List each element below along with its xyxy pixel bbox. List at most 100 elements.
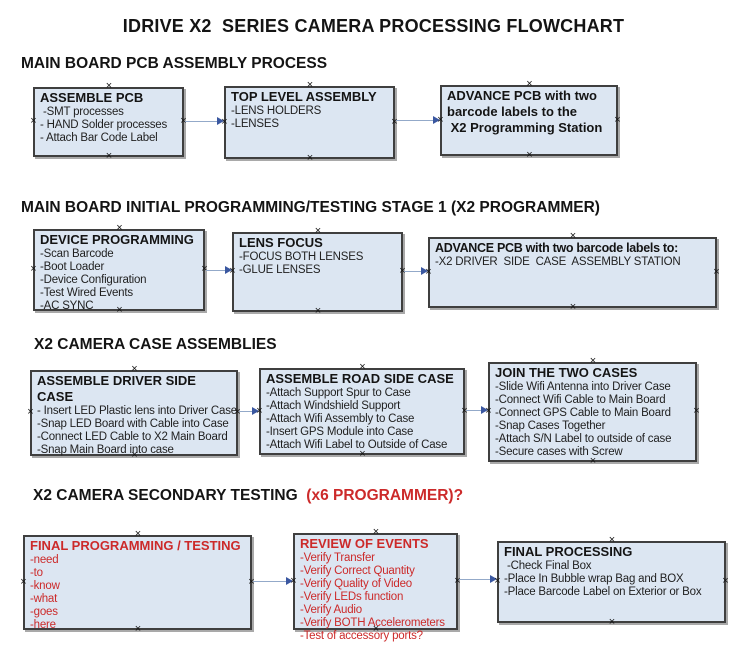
flow-box-item: -GLUE LENSES	[239, 264, 321, 276]
flow-box-assemble-road-side-case: ASSEMBLE ROAD SIDE CASE -Attach Support …	[259, 368, 465, 455]
anchor-handle-icon	[314, 307, 323, 316]
flow-box-item: -LENS HOLDERS	[231, 105, 322, 117]
flow-box-final-programming-testing: FINAL PROGRAMMING / TESTING -need -to -k…	[23, 535, 252, 631]
flow-box-item: -Insert GPS Module into Case	[266, 426, 414, 438]
flow-box-item: -Snap Main Board into case	[37, 444, 174, 456]
flow-box-title: LENS FOCUS	[239, 235, 323, 250]
flow-box-title: JOIN THE TWO CASES	[495, 365, 638, 380]
flow-box-review-of-events: REVIEW OF EVENTS -Verify Transfer -Verif…	[293, 533, 458, 642]
anchor-handle-icon	[105, 152, 114, 161]
flow-box-item: -goes	[30, 606, 58, 618]
flow-box-item: -Check Final Box	[504, 560, 592, 572]
flow-box-title: DEVICE PROGRAMMING	[40, 232, 194, 247]
flow-box-item: -Attach S/N Label to outside of case	[495, 433, 672, 445]
flow-box-item: -Verify Correct Quantity	[300, 565, 415, 577]
anchor-handle-icon	[692, 407, 701, 416]
section-heading-case-assemblies: X2 CAMERA CASE ASSEMBLIES	[34, 336, 277, 354]
flow-box-item: -Test Wired Events	[40, 287, 133, 299]
flow-box-item: -Test of accessory ports?	[300, 630, 423, 642]
flow-box-item: -Boot Loader	[40, 261, 105, 273]
flow-box-title: ASSEMBLE ROAD SIDE CASE	[266, 371, 454, 386]
flow-box-item: -know	[30, 580, 60, 592]
flow-box-title: ADVANCE PCB with two barcode labels to t…	[447, 88, 603, 135]
flow-box-advance-pcb-driver-station: ADVANCE PCB with two barcode labels to: …	[428, 237, 717, 308]
flow-box-item: -Verify Audio	[300, 604, 362, 616]
heading-text: X2 CAMERA SECONDARY TESTING	[33, 487, 302, 504]
flow-box-item: -Attach Support Spur to Case	[266, 387, 411, 399]
flow-arrow-icon	[458, 575, 497, 584]
heading-text: MAIN BOARD PCB ASSEMBLY PROCESS	[21, 55, 328, 72]
flow-box-item: -Attach Windshield Support	[266, 400, 401, 412]
section-heading-pcb-assembly: MAIN BOARD PCB ASSEMBLY PROCESS	[21, 55, 327, 73]
flow-box-title: FINAL PROCESSING	[504, 544, 633, 559]
flow-box-title: ASSEMBLE DRIVER SIDE CASE	[37, 373, 200, 404]
flow-arrow-icon	[465, 406, 488, 415]
flow-box-title: TOP LEVEL ASSEMBLY	[231, 89, 377, 104]
heading-text: MAIN BOARD INITIAL PROGRAMMING/TESTING S…	[21, 199, 600, 216]
section-heading-initial-programming: MAIN BOARD INITIAL PROGRAMMING/TESTING S…	[21, 199, 600, 217]
flow-box-title: REVIEW OF EVENTS	[300, 536, 429, 551]
flow-box-final-processing: FINAL PROCESSING -Check Final Box -Place…	[497, 541, 726, 623]
flow-box-lens-focus: LENS FOCUS -FOCUS BOTH LENSES -GLUE LENS…	[232, 232, 403, 312]
anchor-handle-icon	[608, 618, 617, 627]
flow-box-item: -what	[30, 593, 58, 605]
heading-red-suffix: (x6 PROGRAMMER)?	[302, 487, 464, 504]
flow-box-item: -to	[30, 567, 43, 579]
flow-box-item: -Secure cases with Screw	[495, 446, 623, 458]
flow-box-join-the-two-cases: JOIN THE TWO CASES -Slide Wifi Antenna i…	[488, 362, 697, 462]
flow-box-item: -Scan Barcode	[40, 248, 114, 260]
flow-box-assemble-driver-side-case: ASSEMBLE DRIVER SIDE CASE - Insert LED P…	[30, 370, 238, 456]
flow-box-item: -Connect GPS Cable to Main Board	[495, 407, 671, 419]
flow-box-item: -LENSES	[231, 118, 279, 130]
anchor-handle-icon	[29, 117, 38, 126]
anchor-handle-icon	[569, 303, 578, 312]
flow-box-item: -Verify BOTH Accelerometers	[300, 617, 445, 629]
anchor-handle-icon	[26, 408, 35, 417]
anchor-handle-icon	[525, 151, 534, 160]
flow-arrow-icon	[403, 267, 428, 276]
section-heading-secondary-testing: X2 CAMERA SECONDARY TESTING (x6 PROGRAMM…	[33, 487, 463, 505]
flow-arrow-icon	[395, 116, 440, 125]
anchor-handle-icon	[721, 577, 730, 586]
anchor-handle-icon	[613, 116, 622, 125]
flow-box-advance-pcb-programming-station: ADVANCE PCB with two barcode labels to t…	[440, 85, 618, 156]
anchor-handle-icon	[306, 154, 315, 163]
flow-box-item: -need	[30, 554, 59, 566]
flow-box-item: -AC SYNC	[40, 300, 94, 312]
flow-arrow-icon	[252, 577, 293, 586]
flow-arrow-icon	[205, 266, 232, 275]
heading-text: X2 CAMERA CASE ASSEMBLIES	[34, 336, 277, 353]
flow-box-item: -Place In Bubble wrap Bag and BOX	[504, 573, 684, 585]
flow-box-item: -SMT processes	[40, 106, 124, 118]
flow-box-item: - HAND Solder processes	[40, 119, 168, 131]
page-title: IDRIVE X2 SERIES CAMERA PROCESSING FLOWC…	[122, 16, 625, 36]
flow-box-item: -Attach Wifi Label to Outside of Case	[266, 439, 448, 451]
anchor-handle-icon	[712, 268, 721, 277]
flow-box-title: FINAL PROGRAMMING / TESTING	[30, 538, 241, 553]
flow-box-item: -Verify LEDs function	[300, 591, 404, 603]
flow-box-item: -Verify Quality of Video	[300, 578, 412, 590]
flow-box-item: -Connect Wifi Cable to Main Board	[495, 394, 666, 406]
flow-box-item: -FOCUS BOTH LENSES	[239, 251, 364, 263]
anchor-handle-icon	[29, 265, 38, 274]
flow-box-item: -Place Barcode Label on Exterior or Box	[504, 586, 702, 598]
flow-box-item: -here	[30, 619, 56, 631]
anchor-handle-icon	[19, 578, 28, 587]
flow-box-assemble-pcb: ASSEMBLE PCB -SMT processes - HAND Solde…	[33, 87, 184, 157]
flow-box-item: -Attach Wifi Assembly to Case	[266, 413, 415, 425]
flow-box-item: - Attach Bar Code Label	[40, 132, 158, 144]
flow-box-title: ADVANCE PCB with two barcode labels to:	[435, 241, 678, 255]
flow-box-item: -X2 DRIVER SIDE CASE ASSEMBLY STATION	[435, 256, 681, 268]
flow-box-item: -Connect LED Cable to X2 Main Board	[37, 431, 228, 443]
flow-arrow-icon	[184, 117, 224, 126]
flow-box-item: -Device Configuration	[40, 274, 147, 286]
flow-box-item: -Snap LED Board with Cable into Case	[37, 418, 229, 430]
flow-box-item: -Verify Transfer	[300, 552, 375, 564]
flow-box-item: - Insert LED Plastic lens into Driver Ca…	[37, 405, 237, 417]
flow-arrow-icon	[238, 407, 259, 416]
flow-box-top-level-assembly: TOP LEVEL ASSEMBLY -LENS HOLDERS -LENSES	[224, 86, 395, 159]
flow-box-title: ASSEMBLE PCB	[40, 90, 144, 105]
flow-box-item: -Slide Wifi Antenna into Driver Case	[495, 381, 671, 393]
flow-box-device-programming: DEVICE PROGRAMMING -Scan Barcode -Boot L…	[33, 229, 205, 312]
